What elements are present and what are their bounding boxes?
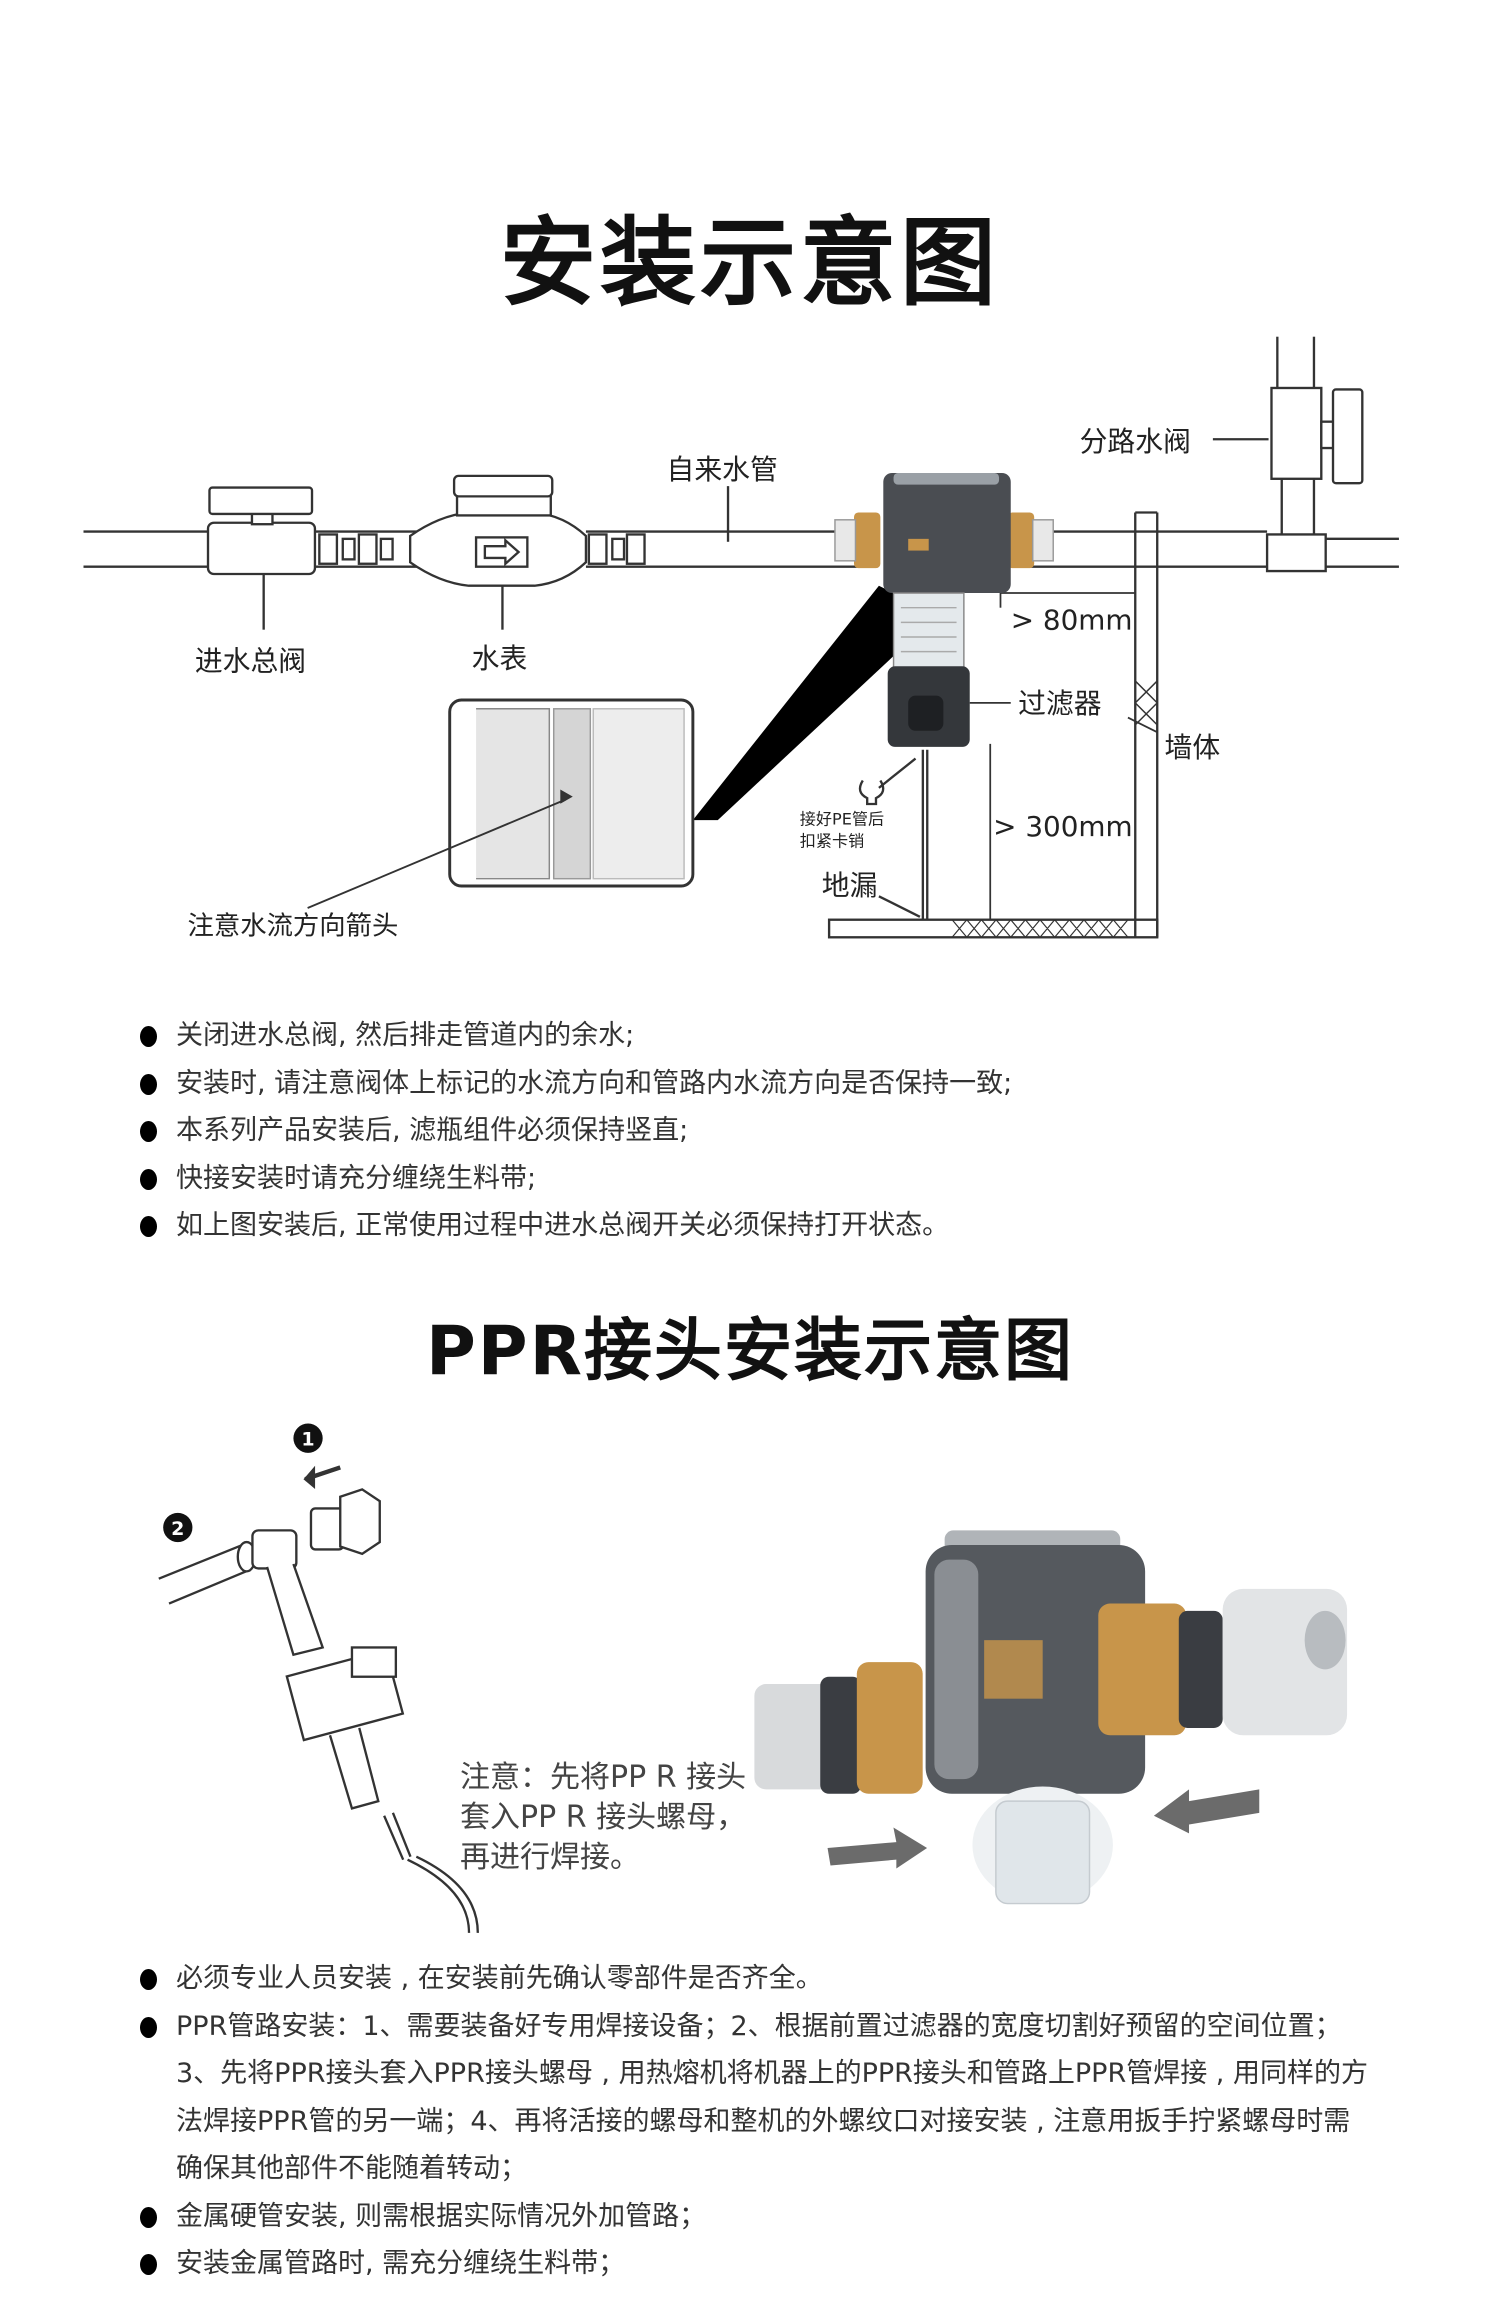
step-number-2-icon: 2 — [163, 1512, 193, 1543]
install-notes-list: 关闭进水总阀, 然后排走管道内的余水; 安装时, 请注意阀体上标记的水流方向和管… — [140, 1012, 1370, 1250]
label-tap-pipe: 自来水管 — [667, 453, 778, 486]
label-filter: 过滤器 — [1018, 687, 1102, 720]
branch-valve-icon — [1212, 336, 1364, 573]
insert-arrow-icons — [827, 1789, 1260, 1869]
label-pe-1: 接好PE管后 — [800, 810, 884, 829]
main-pipe — [83, 530, 1399, 568]
page-title: 安装示意图 — [500, 207, 1000, 319]
list-item: 关闭进水总阀, 然后排走管道内的余水; — [140, 1012, 1370, 1060]
label-main-valve: 进水总阀 — [195, 645, 306, 678]
ppr-note: 注意：先将PP R 接头套入PP R 接头螺母，再进行焊接。 — [460, 1760, 747, 1875]
list-item: PPR管路安装：1、需要装备好专用焊接设备；2、根据前置过滤器的宽度切割好预留的… — [140, 2003, 1370, 2193]
label-wall: 墙体 — [1165, 731, 1221, 764]
label-water-meter: 水表 — [472, 642, 528, 675]
installation-diagram: 自来水管 分路水阀 进水总阀 水表 > 80mm 过滤器 墙体 接好PE管后 扣… — [83, 336, 1399, 941]
main-valve-icon — [206, 486, 317, 630]
svg-text:1: 1 — [301, 1429, 314, 1451]
filter-head-product — [754, 1530, 1348, 1905]
section-title-ppr: PPR接头安装示意图 — [425, 1312, 1075, 1391]
wall — [1134, 511, 1159, 938]
label-gap-80: > 80mm — [1011, 604, 1133, 637]
dimension-lines — [969, 578, 1158, 920]
ppr-illustration: 1 2 — [158, 1423, 1348, 1933]
list-item: 金属硬管安装, 则需根据实际情况外加管路； — [140, 2193, 1370, 2241]
list-item: 必须专业人员安装 , 在安装前先确认零部件是否齐全。 — [140, 1955, 1370, 2003]
flow-arrow-inset — [307, 698, 695, 909]
list-item: 如上图安装后, 正常使用过程中进水总阀开关必须保持打开状态。 — [140, 1202, 1370, 1250]
label-pe-2: 扣紧卡销 — [800, 831, 864, 850]
water-meter-icon — [408, 474, 588, 630]
label-floor-drain: 地漏 — [822, 869, 878, 902]
ppr-notes-list: 必须专业人员安装 , 在安装前先确认零部件是否齐全。 PPR管路安装：1、需要装… — [140, 1955, 1370, 2288]
filter-device — [692, 472, 1054, 821]
pe-clip-icon — [858, 779, 885, 806]
label-branch-valve: 分路水阀 — [1080, 425, 1191, 458]
list-item: 安装金属管路时, 需充分缠绕生料带； — [140, 2240, 1370, 2288]
list-item: 安装时, 请注意阀体上标记的水流方向和管路内水流方向是否保持一致; — [140, 1060, 1370, 1108]
label-flow-arrow: 注意水流方向箭头 — [188, 911, 399, 941]
list-item: 本系列产品安装后, 滤瓶组件必须保持竖直; — [140, 1107, 1370, 1155]
list-item: 快接安装时请充分缠绕生料带; — [140, 1155, 1370, 1203]
svg-text:2: 2 — [171, 1518, 184, 1540]
step-number-1-icon: 1 — [293, 1423, 323, 1453]
label-gap-300: > 300mm — [993, 810, 1133, 843]
floor — [827, 918, 1159, 939]
